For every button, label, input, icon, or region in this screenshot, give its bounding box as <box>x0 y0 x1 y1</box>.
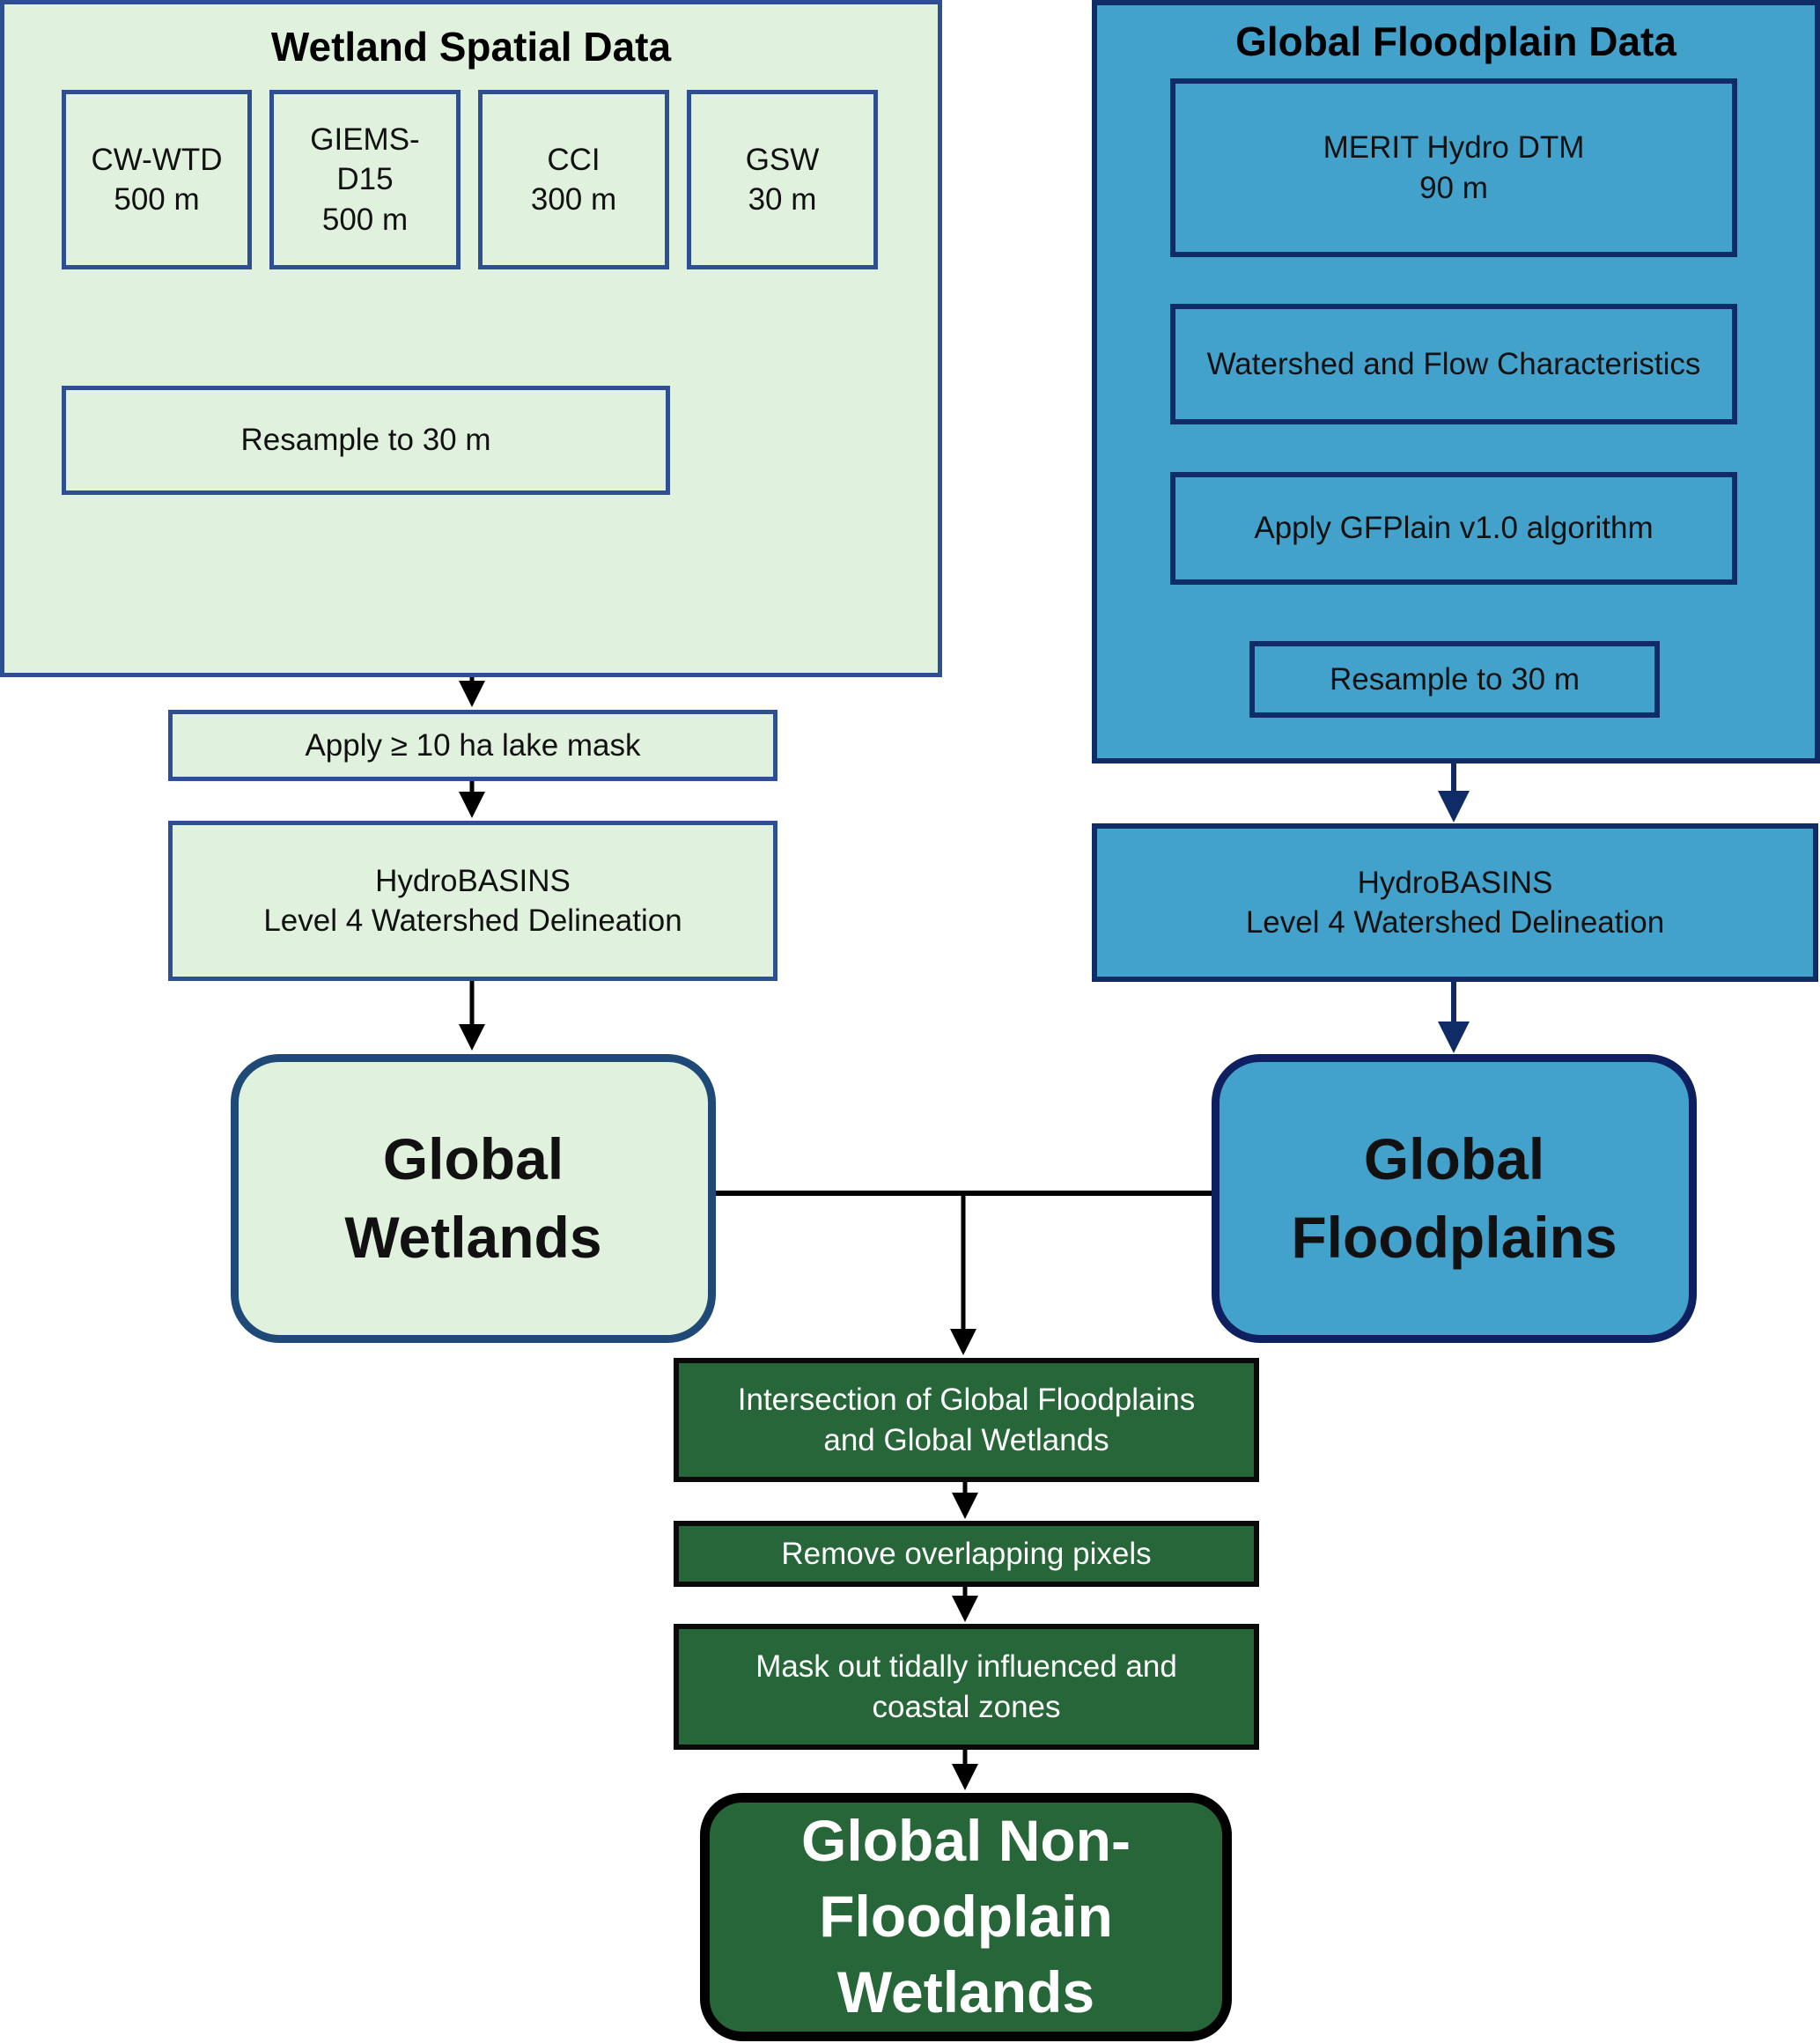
output-line3: Wetlands <box>836 1958 1095 2025</box>
step-label-line2: coastal zones <box>872 1689 1061 1724</box>
output-line2: Wetlands <box>344 1205 602 1270</box>
source-giems-d15: GIEMS- D15 500 m <box>269 90 461 269</box>
step-label-line1: MERIT Hydro DTM <box>1323 130 1585 165</box>
gfplain-step: Apply GFPlain v1.0 algorithm <box>1170 472 1737 585</box>
output-line1: Global <box>1363 1125 1545 1191</box>
resample-floodplain: Resample to 30 m <box>1249 641 1660 718</box>
source-name-cont: D15 <box>336 162 394 197</box>
intersection-step: Intersection of Global Floodplains and G… <box>674 1358 1259 1482</box>
source-resolution: 500 m <box>321 202 409 237</box>
step-label: Watershed and Flow Characteristics <box>1206 346 1701 381</box>
source-name: GIEMS- <box>310 122 420 157</box>
step-label-line1: Mask out tidally influenced and <box>755 1649 1177 1684</box>
watershed-flow-step: Watershed and Flow Characteristics <box>1170 304 1737 424</box>
source-gsw: GSW 30 m <box>687 90 878 269</box>
output-line1: Global Non- <box>801 1808 1131 1874</box>
output-line2: Floodplain <box>819 1884 1113 1950</box>
wetland-panel-title: Wetland Spatial Data <box>270 24 672 70</box>
resample-wetland: Resample to 30 m <box>62 386 670 495</box>
step-label-line1: Intersection of Global Floodplains <box>737 1383 1196 1417</box>
step-label-line2: 90 m <box>1419 170 1488 205</box>
remove-overlap-step: Remove overlapping pixels <box>674 1521 1259 1587</box>
source-name: CCI <box>547 142 601 177</box>
source-resolution: 300 m <box>530 182 617 217</box>
global-non-floodplain-wetlands-output: Global Non- Floodplain Wetlands <box>700 1793 1232 2041</box>
step-label: Remove overlapping pixels <box>781 1536 1152 1571</box>
hydrobasins-floodplain-step: HydroBASINS Level 4 Watershed Delineatio… <box>1092 823 1818 982</box>
hydrobasins-wetland-step: HydroBASINS Level 4 Watershed Delineatio… <box>168 821 777 981</box>
output-line1: Global <box>382 1125 564 1191</box>
source-name: GSW <box>745 142 820 177</box>
source-name: CW-WTD <box>91 142 223 177</box>
floodplain-panel-title: Global Floodplain Data <box>1235 18 1676 64</box>
step-label: Apply ≥ 10 ha lake mask <box>305 727 641 763</box>
global-floodplains-output: Global Floodplains <box>1212 1054 1697 1343</box>
step-label-line2: Level 4 Watershed Delineation <box>1245 905 1665 940</box>
mask-coastal-step: Mask out tidally influenced and coastal … <box>674 1624 1259 1750</box>
merit-hydro-dtm: MERIT Hydro DTM 90 m <box>1170 78 1737 257</box>
source-cw-wtd: CW-WTD 500 m <box>62 90 252 269</box>
step-label-line1: HydroBASINS <box>375 863 571 898</box>
step-label: Resample to 30 m <box>1329 661 1581 697</box>
step-label: Apply GFPlain v1.0 algorithm <box>1254 511 1654 546</box>
step-label-line2: and Global Wetlands <box>823 1422 1109 1457</box>
step-label-line1: HydroBASINS <box>1357 865 1553 900</box>
source-resolution: 500 m <box>114 182 200 217</box>
source-cci: CCI 300 m <box>478 90 669 269</box>
source-resolution: 30 m <box>748 182 817 217</box>
step-label-line2: Level 4 Watershed Delineation <box>263 903 682 938</box>
lake-mask-step: Apply ≥ 10 ha lake mask <box>168 710 777 781</box>
output-line2: Floodplains <box>1291 1205 1617 1270</box>
global-wetlands-output: Global Wetlands <box>231 1054 716 1343</box>
step-label: Resample to 30 m <box>240 423 491 458</box>
